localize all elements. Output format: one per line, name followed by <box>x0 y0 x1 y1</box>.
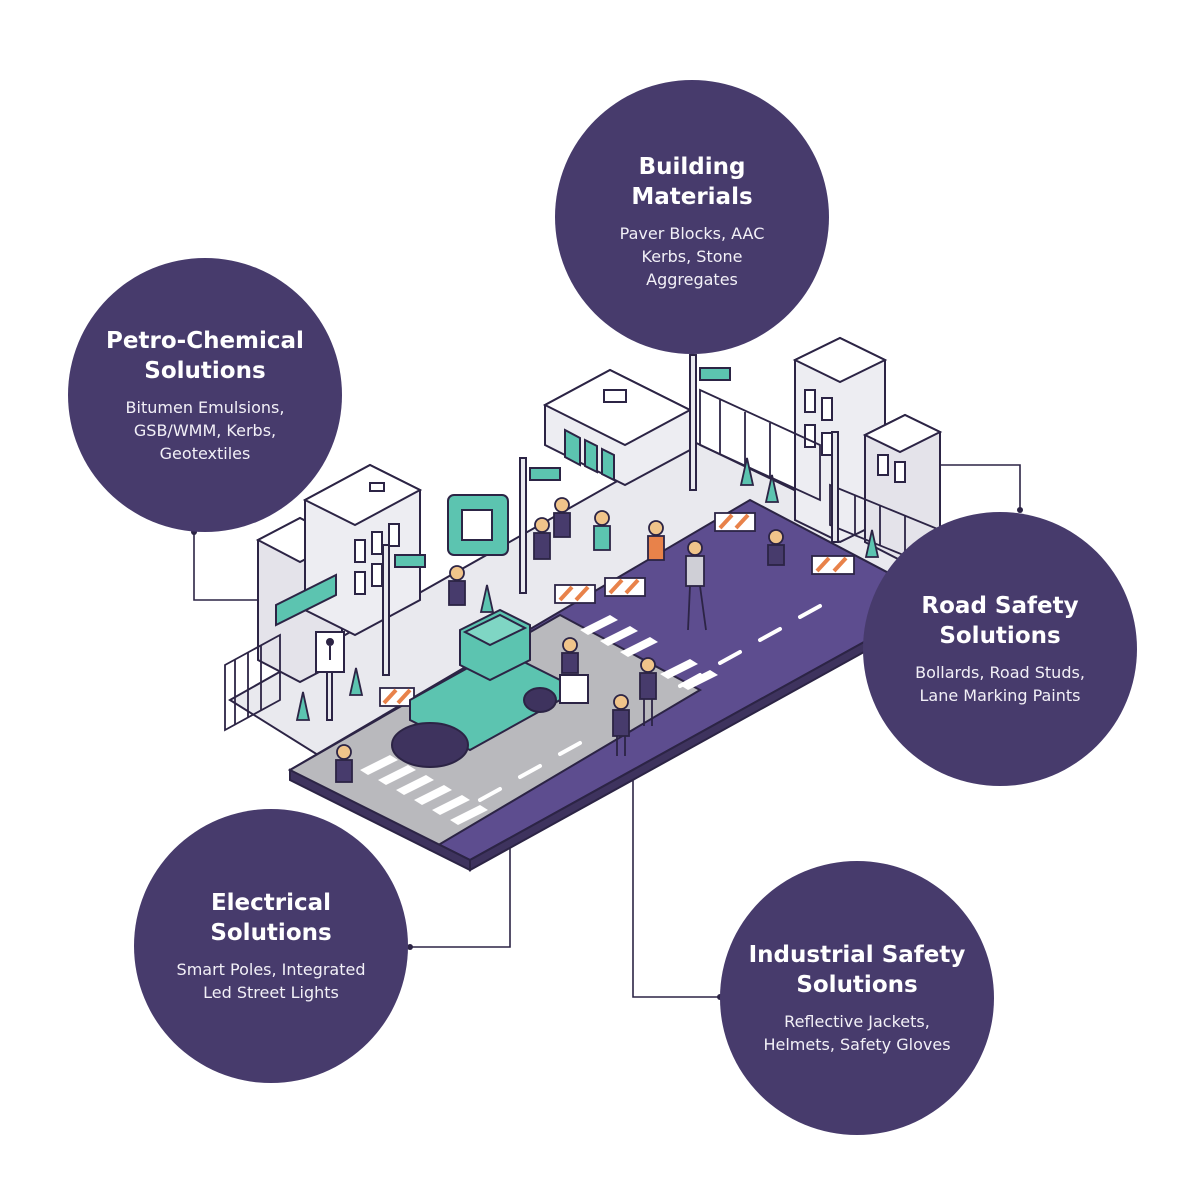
road-safety-desc: Bollards, Road Studs, Lane Marking Paint… <box>915 663 1085 705</box>
road-roller-icon <box>391 608 589 768</box>
petro-chemical-bubble: Petro-Chemical Solutions Bitumen Emulsio… <box>68 258 342 532</box>
industrial-safety-bubble: Industrial Safety Solutions Reflective J… <box>720 861 994 1135</box>
connector-lines <box>193 354 1021 998</box>
petro-chemical-desc: Bitumen Emulsions, GSB/WMM, Kerbs, Geote… <box>125 397 285 463</box>
worker-2 <box>335 744 353 783</box>
industrial-safety-desc: Reflective Jackets, Helmets, Safety Glov… <box>763 1012 951 1054</box>
building-top <box>542 368 693 487</box>
electrical-title: Electrical Solutions <box>210 890 332 946</box>
road-safety-title: Road Safety Solutions <box>921 593 1079 649</box>
worker-10 <box>767 529 785 566</box>
road-barrier-icon <box>379 512 855 707</box>
crosswalk-middle <box>580 615 718 690</box>
worker-8 <box>647 520 665 561</box>
electrical-desc: Smart Poles, Integrated Led Street Light… <box>176 960 366 1002</box>
building-materials-desc: Paver Blocks, AAC Kerbs, Stone Aggregate… <box>619 223 765 289</box>
building-materials-title: Building Materials <box>631 153 753 210</box>
worker-11 <box>561 637 579 674</box>
kiosk <box>447 494 509 556</box>
traffic-cone-icon <box>295 457 880 721</box>
building-materials-bubble: Building Materials Paver Blocks, AAC Ker… <box>555 80 829 354</box>
petro-chemical-title: Petro-Chemical Solutions <box>106 327 304 384</box>
worker-9 <box>533 517 551 560</box>
industrial-safety-title: Industrial Safety Solutions <box>748 942 966 998</box>
worker-1 <box>685 540 707 631</box>
crosswalk-front <box>360 755 488 825</box>
smart-poles <box>382 354 839 676</box>
road-safety-bubble: Road Safety Solutions Bollards, Road Stu… <box>863 512 1137 786</box>
worker-7 <box>593 510 611 551</box>
worker-6 <box>553 497 571 538</box>
worker-3 <box>612 694 630 756</box>
worker-4 <box>639 657 657 726</box>
pedestrian-sign-icon <box>315 631 345 721</box>
electrical-bubble: Electrical Solutions Smart Poles, Integr… <box>134 809 408 1083</box>
workers <box>335 497 785 783</box>
buildings-right <box>792 336 943 562</box>
worker-5 <box>448 565 466 606</box>
